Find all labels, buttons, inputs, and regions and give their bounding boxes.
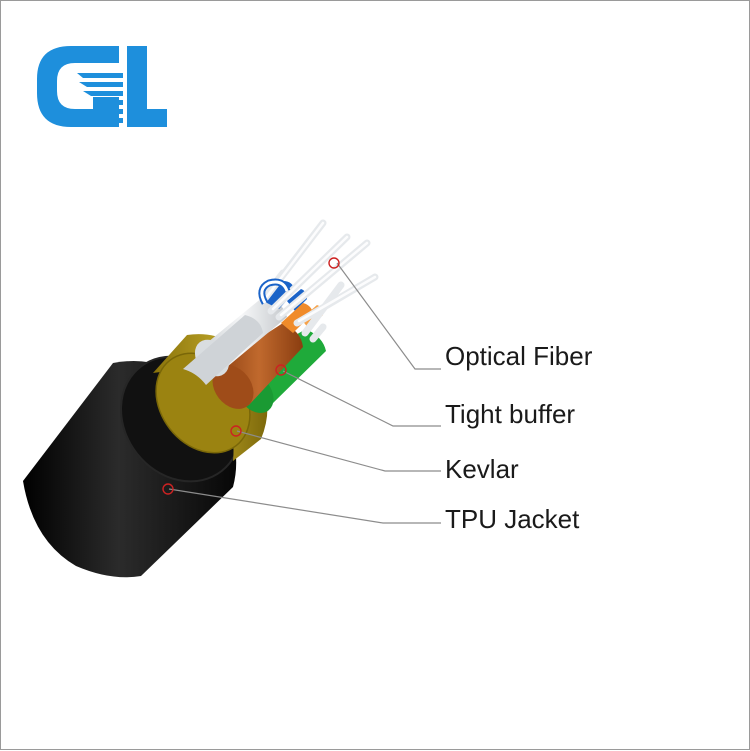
marker-tight-buffer: [275, 364, 287, 376]
leader-optical-fiber: [336, 262, 441, 370]
marker-tpu-jacket: [162, 483, 174, 495]
label-optical-fiber: Optical Fiber: [445, 341, 593, 371]
leader-tight-buffer: [282, 370, 441, 427]
label-kevlar: Kevlar: [445, 454, 519, 484]
logo-stripes: [77, 73, 123, 123]
leader-kevlar: [236, 430, 441, 472]
label-tight-buffer: Tight buffer: [445, 399, 576, 429]
leader-tpu-jacket: [168, 488, 441, 524]
tight-buffer-layer: [183, 297, 326, 413]
marker-optical-fiber: [328, 257, 340, 269]
logo-letter-g: [37, 46, 119, 127]
callout-leaders: [168, 262, 441, 524]
marker-kevlar: [230, 425, 242, 437]
label-tpu-jacket: TPU Jacket: [445, 504, 580, 534]
brand-logo: [37, 46, 167, 127]
logo-letter-l: [127, 46, 167, 127]
callout-markers: [162, 257, 340, 495]
fiber-cable: [23, 219, 379, 578]
